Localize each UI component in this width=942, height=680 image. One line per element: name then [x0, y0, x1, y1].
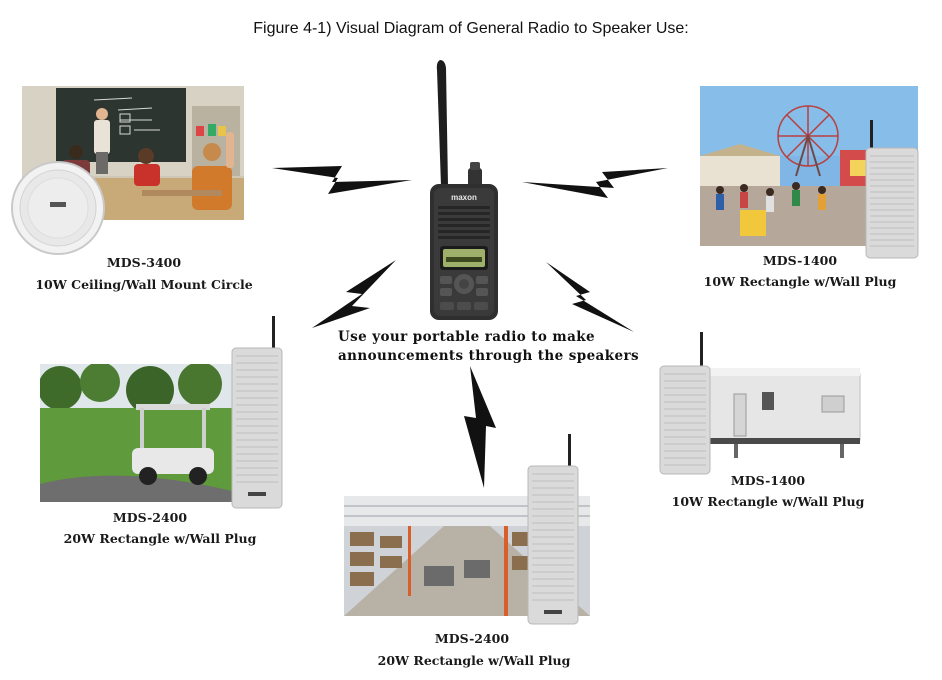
column-speaker	[865, 118, 919, 259]
speaker-model-label: MDS-1400	[730, 473, 806, 488]
lightning-bolt-icon	[522, 168, 668, 198]
ceiling-speaker-icon	[11, 161, 105, 255]
column-speaker-icon	[865, 120, 919, 259]
ceiling-speaker	[10, 160, 106, 256]
lightning-bolt-icon	[546, 262, 634, 332]
radio-caption: Use your portable radio to make announce…	[338, 328, 639, 366]
column-speaker	[230, 316, 284, 509]
lightning-bolt-icon	[272, 166, 412, 194]
speaker-description-label: 20W Rectangle w/Wall Plug	[377, 653, 571, 668]
lightning-bolt-icon	[312, 260, 396, 328]
portable-radio: maxon	[426, 60, 502, 322]
column-speaker-icon	[231, 316, 283, 509]
golf-course-photo	[40, 364, 236, 502]
column-speaker	[658, 332, 712, 475]
radio-brand: maxon	[451, 193, 477, 202]
speaker-description-label: 10W Rectangle w/Wall Plug	[671, 494, 865, 509]
speaker-model-label: MDS-2400	[434, 631, 510, 646]
speaker-model-label: MDS-2400	[112, 510, 188, 525]
radio-caption-line2: announcements through the speakers	[338, 348, 639, 364]
office-trailer-photo	[704, 366, 862, 462]
lightning-bolt-icon	[464, 366, 496, 488]
column-speaker-icon	[527, 434, 579, 625]
speaker-description-label: 20W Rectangle w/Wall Plug	[63, 531, 257, 546]
speaker-model-label: MDS-3400	[106, 255, 182, 270]
column-speaker-icon	[659, 332, 711, 475]
portable-radio-icon: maxon	[430, 60, 498, 320]
figure-title: Figure 4-1) Visual Diagram of General Ra…	[253, 20, 689, 37]
column-speaker	[526, 434, 580, 626]
speaker-description-label: 10W Ceiling/Wall Mount Circle	[35, 277, 253, 292]
speaker-model-label: MDS-1400	[762, 253, 838, 268]
radio-caption-line1: Use your portable radio to make	[338, 329, 595, 345]
speaker-description-label: 10W Rectangle w/Wall Plug	[703, 274, 897, 289]
